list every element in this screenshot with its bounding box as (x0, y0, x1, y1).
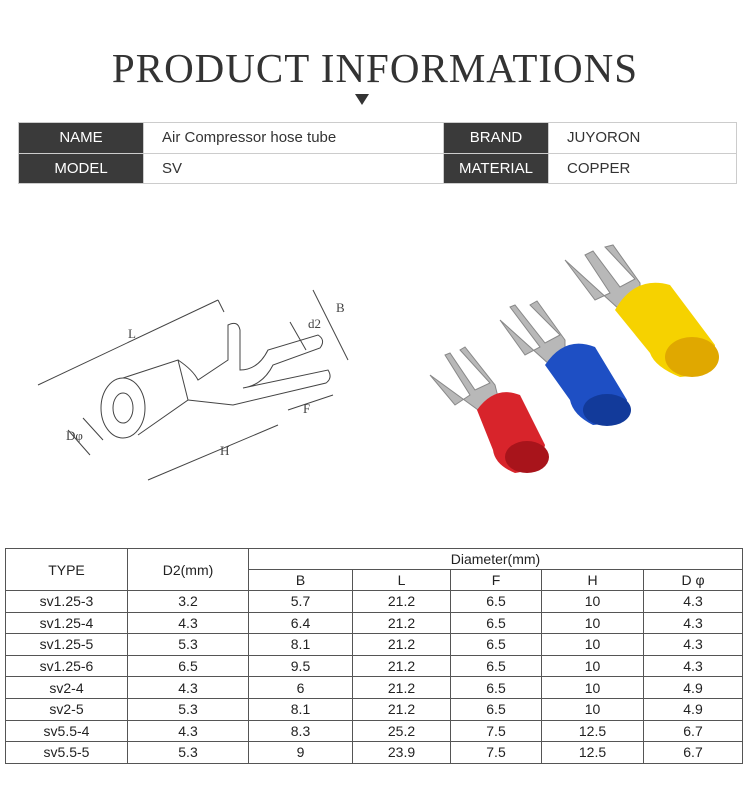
info-row: NAME Air Compressor hose tube BRAND JUYO… (18, 122, 737, 154)
table-cell: 10 (541, 611, 644, 635)
table-cell: sv2-5 (5, 697, 128, 721)
table-cell: 7.5 (450, 719, 542, 743)
info-row: MODEL SV MATERIAL COPPER (18, 152, 737, 184)
table-cell: 10 (541, 633, 644, 656)
header-b: B (248, 569, 353, 591)
table-cell: 8.1 (248, 697, 353, 721)
info-value: SV (143, 152, 444, 184)
table-cell: 6 (248, 676, 353, 699)
header-d: D φ (643, 569, 743, 591)
table-cell: 4.9 (643, 697, 743, 721)
table-cell: 10 (541, 697, 644, 721)
table-cell: sv1.25-5 (5, 633, 128, 656)
table-cell: 4.3 (127, 676, 249, 699)
table-cell: 12.5 (541, 741, 644, 764)
table-cell: 8.1 (248, 633, 353, 656)
table-cell: sv1.25-3 (5, 590, 128, 613)
table-cell: 6.7 (643, 719, 743, 743)
table-cell: 5.3 (127, 697, 249, 721)
spec-table: TYPE D2(mm) Diameter(mm) B L F H D φ sv1… (5, 548, 743, 764)
table-cell: 6.5 (450, 590, 542, 613)
table-cell: 4.3 (643, 611, 743, 635)
table-cell: 12.5 (541, 719, 644, 743)
table-cell: 23.9 (352, 741, 451, 764)
table-cell: 9 (248, 741, 353, 764)
info-value: JUYORON (548, 122, 737, 154)
table-cell: sv1.25-6 (5, 654, 128, 678)
table-cell: 4.3 (643, 654, 743, 678)
table-cell: 5.7 (248, 590, 353, 613)
table-cell: 6.4 (248, 611, 353, 635)
dim-label-B: B (336, 300, 345, 315)
dim-label-D: Dφ (66, 428, 83, 443)
blue-terminal (499, 300, 631, 426)
header-f: F (450, 569, 542, 591)
table-cell: sv1.25-4 (5, 611, 128, 635)
table-cell: sv2-4 (5, 676, 128, 699)
dim-label-L: L (128, 326, 136, 341)
table-cell: sv5.5-4 (5, 719, 128, 743)
table-cell: 21.2 (352, 611, 451, 635)
table-cell: 6.5 (450, 611, 542, 635)
page-title: PRODUCT INFORMATIONS (111, 45, 639, 91)
info-value: Air Compressor hose tube (143, 122, 444, 154)
table-cell: 10 (541, 590, 644, 613)
table-cell: sv5.5-5 (5, 741, 128, 764)
table-cell: 21.2 (352, 633, 451, 656)
table-cell: 6.7 (643, 741, 743, 764)
table-cell: 4.3 (643, 590, 743, 613)
info-label: MODEL (18, 152, 144, 184)
table-cell: 6.5 (127, 654, 249, 678)
info-label: BRAND (443, 122, 549, 154)
triangle-down-icon (355, 94, 369, 105)
product-info-table: NAME Air Compressor hose tube BRAND JUYO… (18, 122, 737, 184)
table-cell: 6.5 (450, 697, 542, 721)
header-diameter: Diameter(mm) (248, 548, 743, 570)
table-cell: 10 (541, 654, 644, 678)
table-cell: 6.5 (450, 676, 542, 699)
table-cell: 7.5 (450, 741, 542, 764)
table-cell: 5.3 (127, 633, 249, 656)
dim-label-H: H (220, 443, 229, 458)
yellow-terminal (564, 244, 719, 377)
table-cell: 21.2 (352, 654, 451, 678)
table-cell: 9.5 (248, 654, 353, 678)
table-cell: 6.5 (450, 654, 542, 678)
table-cell: 5.3 (127, 741, 249, 764)
table-cell: 4.3 (127, 611, 249, 635)
dim-label-F: F (303, 401, 310, 416)
header-h: H (541, 569, 644, 591)
info-value: COPPER (548, 152, 737, 184)
info-label: MATERIAL (443, 152, 549, 184)
header-d2: D2(mm) (127, 548, 249, 591)
info-label: NAME (18, 122, 144, 154)
table-cell: 3.2 (127, 590, 249, 613)
spade-terminals-photo (429, 244, 719, 473)
table-cell: 25.2 (352, 719, 451, 743)
red-terminal (429, 346, 549, 473)
table-cell: 21.2 (352, 676, 451, 699)
header-l: L (352, 569, 451, 591)
table-cell: 8.3 (248, 719, 353, 743)
table-cell: 4.9 (643, 676, 743, 699)
table-cell: 4.3 (643, 633, 743, 656)
dim-label-d2: d2 (308, 316, 321, 331)
table-cell: 4.3 (127, 719, 249, 743)
table-cell: 10 (541, 676, 644, 699)
table-cell: 21.2 (352, 697, 451, 721)
table-cell: 21.2 (352, 590, 451, 613)
header-type: TYPE (5, 548, 128, 591)
terminal-dimension-diagram: L B d2 F H Dφ (37, 289, 349, 481)
table-cell: 6.5 (450, 633, 542, 656)
